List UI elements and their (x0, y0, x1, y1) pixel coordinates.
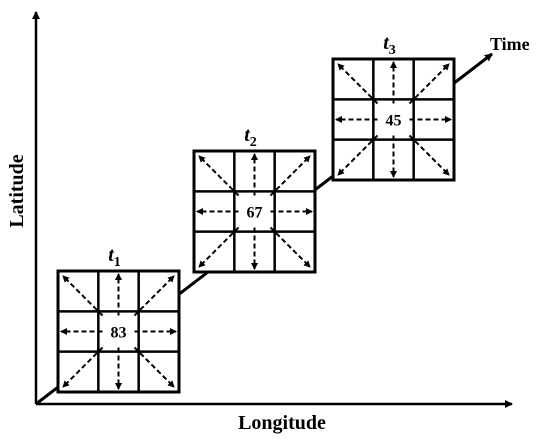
time-label: Time (490, 34, 530, 54)
arrow-sw (198, 226, 240, 268)
time-step-symbol: t (383, 32, 390, 54)
arrow-se (133, 346, 175, 388)
grid-t3: 45 t3 (331, 32, 456, 182)
center-value: 83 (111, 325, 127, 342)
arrow-sw (62, 346, 104, 388)
x-axis-label: Longitude (238, 412, 326, 434)
center-value: 45 (386, 113, 402, 130)
time-step-label: t2 (244, 124, 257, 150)
arrow-nw (62, 275, 104, 317)
time-step-subscript: 3 (389, 43, 396, 58)
grid-t1: 83 t1 (56, 244, 181, 394)
center-value: 67 (247, 205, 263, 222)
time-step-label: t1 (108, 244, 121, 270)
center-pad (104, 320, 133, 343)
grid-t2: 67 t2 (192, 124, 317, 274)
arrow-se (269, 226, 311, 268)
arrow-ne (408, 63, 450, 105)
center-pad (240, 200, 269, 223)
arrow-sw (337, 134, 379, 176)
arrow-nw (198, 155, 240, 197)
arrow-se (408, 134, 450, 176)
y-axis-label: Latitude (6, 154, 28, 227)
time-step-label: t3 (383, 32, 396, 58)
time-step-symbol: t (108, 244, 115, 266)
center-pad (379, 108, 408, 131)
time-step-symbol: t (244, 124, 251, 146)
arrow-ne (133, 275, 175, 317)
arrow-ne (269, 155, 311, 197)
arrow-nw (337, 63, 379, 105)
time-step-subscript: 1 (114, 255, 121, 270)
time-step-subscript: 2 (250, 135, 257, 150)
